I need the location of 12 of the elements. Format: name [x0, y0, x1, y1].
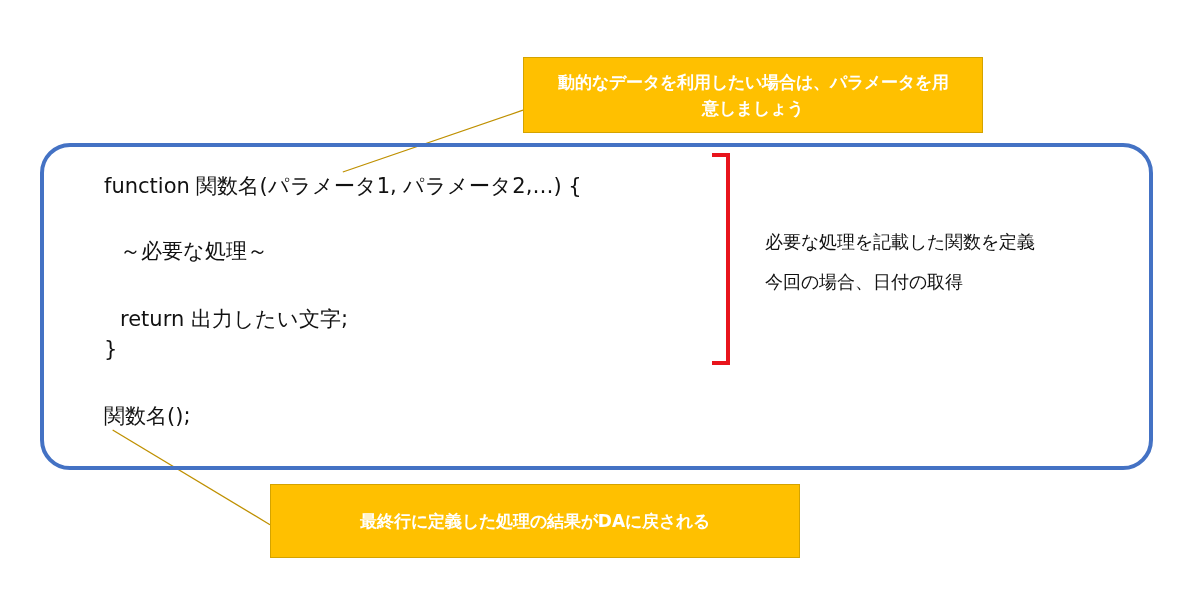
- code-line: ～必要な処理～: [120, 238, 268, 265]
- code-line: return 出力したい文字;: [120, 306, 348, 333]
- leader-line: [342, 109, 524, 173]
- description-text: 必要な処理を記載した関数を定義: [765, 230, 1035, 254]
- code-panel: [40, 143, 1153, 470]
- description-text: 今回の場合、日付の取得: [765, 270, 963, 294]
- code-line: 関数名();: [104, 402, 191, 430]
- code-line: function 関数名(パラメータ1, パラメータ2,…) {: [104, 172, 582, 200]
- leader-line: [112, 429, 271, 526]
- callout-box: 動的なデータを利用したい場合は、パラメータを用意しましょう: [523, 57, 983, 133]
- callout-box: 最終行に定義した処理の結果がDAに戻される: [270, 484, 800, 558]
- code-line: }: [104, 337, 118, 361]
